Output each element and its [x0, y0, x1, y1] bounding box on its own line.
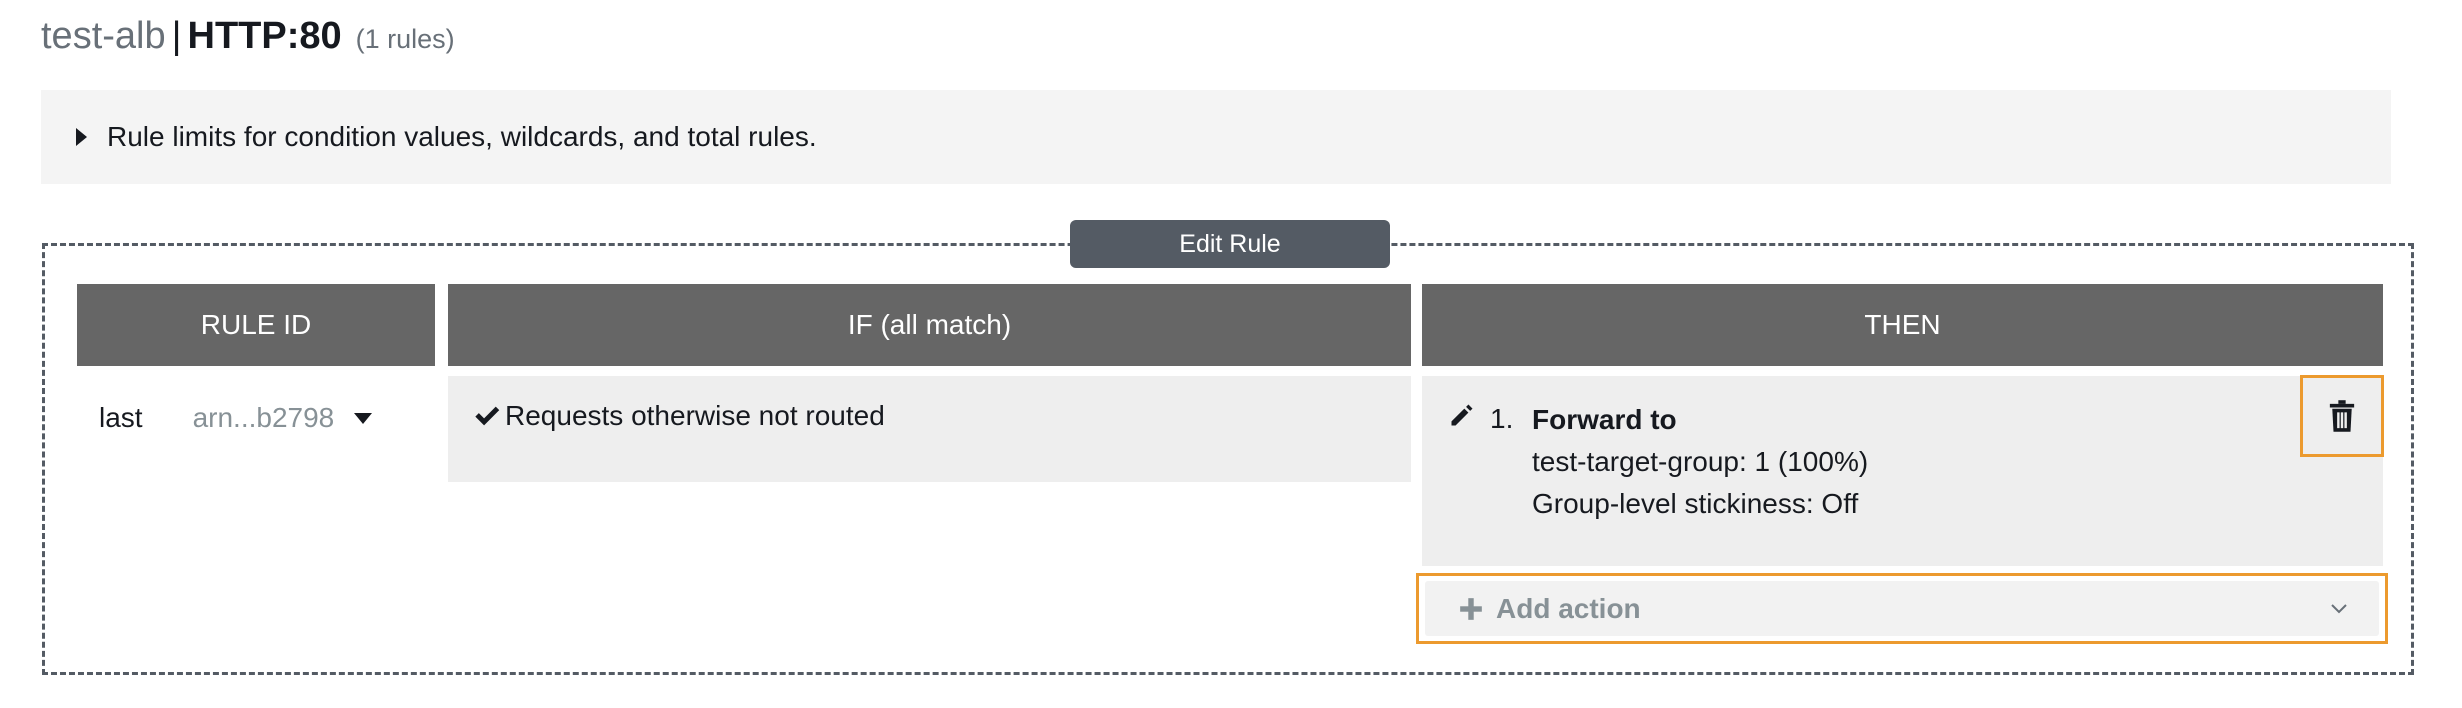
check-icon	[475, 406, 500, 426]
action-number: 1.	[1490, 403, 1514, 434]
caret-down-icon[interactable]	[354, 412, 373, 424]
listener-name: HTTP:80	[187, 15, 342, 57]
add-action-label: Add action	[1496, 592, 1641, 624]
rule-arn: arn...b2798	[192, 402, 335, 433]
edit-rule-button[interactable]: Edit Rule	[1070, 220, 1390, 268]
title-separator: |	[171, 15, 182, 57]
add-action-dropdown[interactable]: Add action	[1416, 573, 2388, 644]
condition-text: Requests otherwise not routed	[505, 400, 885, 431]
delete-action-button[interactable]	[2300, 375, 2384, 457]
chevron-down-icon	[2331, 604, 2347, 614]
rule-limits-expander[interactable]: Rule limits for condition values, wildca…	[41, 90, 2391, 184]
action-title: Forward to	[1532, 404, 1677, 435]
condition-cell: Requests otherwise not routed	[448, 376, 1411, 482]
action-target-group: test-target-group: 1 (100%)	[1532, 446, 1869, 477]
add-action-button[interactable]: Add action	[1425, 581, 2379, 636]
rule-limits-text: Rule limits for condition values, wildca…	[107, 121, 817, 152]
load-balancer-name: test-alb	[41, 15, 166, 57]
column-header-then: THEN	[1422, 284, 2383, 366]
caret-right-icon	[76, 128, 87, 146]
rule-priority: last	[99, 402, 143, 433]
rule-count: (1 rules)	[355, 24, 455, 54]
action-stickiness: Group-level stickiness: Off	[1532, 488, 1859, 519]
trash-icon	[2329, 400, 2355, 432]
pencil-icon[interactable]	[1448, 401, 1476, 429]
column-header-rule-id: RULE ID	[77, 284, 435, 366]
condition-row: Requests otherwise not routed	[473, 400, 885, 432]
plus-icon	[1460, 597, 1482, 620]
rule-id-cell: last arn...b2798	[77, 376, 435, 460]
action-cell: 1. Forward to test-target-group: 1 (100%…	[1422, 376, 2383, 566]
column-header-if: IF (all match)	[448, 284, 1411, 366]
page-title: test-alb|HTTP:80 (1 rules)	[41, 12, 455, 63]
